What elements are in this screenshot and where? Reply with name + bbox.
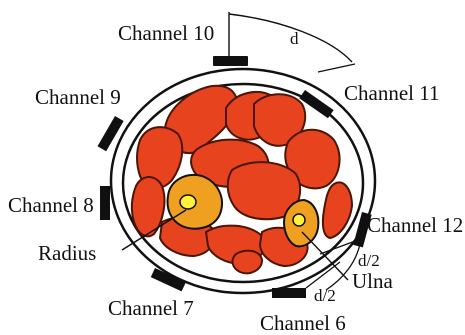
ulna-bone — [284, 200, 318, 246]
electrode-channel-10 — [213, 56, 248, 66]
electrode-channel-8 — [100, 186, 110, 220]
label-channel-8: Channel 8 — [8, 193, 94, 217]
label-channel-7: Channel 7 — [108, 296, 194, 320]
label-channel-12: Channel 12 — [367, 213, 463, 237]
label-radius: Radius — [38, 241, 96, 265]
label-channel-9: Channel 9 — [35, 85, 121, 109]
muscle-group — [132, 86, 352, 273]
spacing-d-right-tick — [318, 64, 355, 72]
radius-marrow — [180, 195, 196, 209]
label-channel-10: Channel 10 — [118, 21, 214, 45]
half-spacing-lower-label: d/2 — [314, 286, 336, 305]
muscle-left-lower — [132, 177, 165, 236]
electrode-channel-6 — [272, 288, 306, 298]
label-ulna: Ulna — [352, 269, 394, 293]
muscle-bottom-small — [233, 251, 262, 274]
label-channel-11: Channel 11 — [344, 81, 439, 105]
label-channel-6: Channel 6 — [260, 311, 346, 335]
half-spacing-upper-label: d/2 — [358, 251, 380, 270]
electrode-channel-9 — [98, 116, 124, 151]
ulna-marrow — [293, 214, 305, 226]
radius-bone — [168, 175, 222, 229]
spacing-d-label: d — [290, 29, 299, 48]
